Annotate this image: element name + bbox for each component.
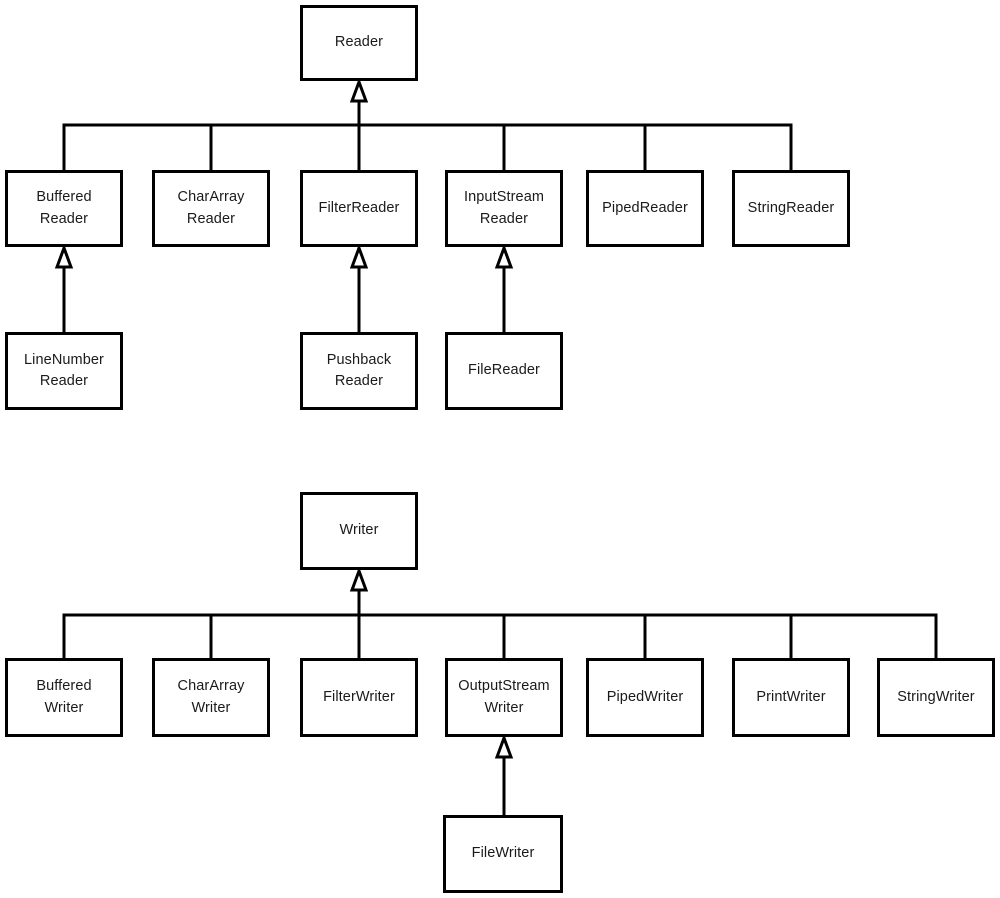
class-name-label: PrintWriter (756, 688, 826, 705)
class-name-label: CharArray Writer (177, 678, 245, 716)
class-box-piped-reader: PipedReader (586, 170, 704, 247)
class-box-buffered-reader: Buffered Reader (5, 170, 123, 247)
class-box-inputstream-reader: InputStream Reader (445, 170, 563, 247)
class-box-chararray-reader: CharArray Reader (152, 170, 270, 247)
class-box-chararray-writer: CharArray Writer (152, 658, 270, 737)
class-name-label: LineNumber Reader (24, 351, 104, 389)
generalization-arrowhead-file-reader (494, 243, 514, 269)
class-name-label: InputStream Reader (463, 189, 545, 227)
class-box-file-writer: FileWriter (443, 815, 563, 893)
class-name-label: CharArray Reader (177, 189, 245, 227)
class-box-filter-writer: FilterWriter (300, 658, 418, 737)
class-name-label: PipedWriter (606, 688, 684, 705)
class-name-label: FileReader (468, 362, 540, 379)
class-box-print-writer: PrintWriter (732, 658, 850, 737)
generalization-arrowhead-pushback-reader (349, 243, 369, 269)
generalization-arrowhead-reader (349, 77, 369, 103)
class-box-string-reader: StringReader (732, 170, 850, 247)
class-name-label: OutputStream Writer (458, 678, 550, 716)
class-name-label: Buffered Reader (36, 189, 92, 227)
class-box-pushback-reader: Pushback Reader (300, 332, 418, 410)
class-name-label: FileWriter (471, 845, 535, 862)
class-name-label: StringWriter (897, 688, 975, 705)
class-name-label: FilterWriter (323, 688, 395, 705)
class-box-writer: Writer (300, 492, 418, 570)
class-name-label: StringReader (747, 199, 835, 216)
generalization-arrowhead-writer (349, 566, 369, 592)
class-box-string-writer: StringWriter (877, 658, 995, 737)
class-box-file-reader: FileReader (445, 332, 563, 410)
class-name-label: Buffered Writer (36, 678, 92, 716)
class-box-piped-writer: PipedWriter (586, 658, 704, 737)
generalization-arrowhead-file-writer (494, 733, 514, 759)
class-name-label: Pushback Reader (326, 351, 392, 389)
class-name-label: PipedReader (602, 199, 688, 216)
class-name-label: Reader (334, 34, 384, 51)
generalization-arrowhead-linenumber-reader (54, 243, 74, 269)
class-box-outputstream-writer: OutputStream Writer (445, 658, 563, 737)
class-name-label: FilterReader (318, 199, 400, 216)
class-box-buffered-writer: Buffered Writer (5, 658, 123, 737)
class-name-label: Writer (339, 522, 379, 539)
class-box-linenumber-reader: LineNumber Reader (5, 332, 123, 410)
class-box-reader: Reader (300, 5, 418, 81)
class-box-filter-reader: FilterReader (300, 170, 418, 247)
